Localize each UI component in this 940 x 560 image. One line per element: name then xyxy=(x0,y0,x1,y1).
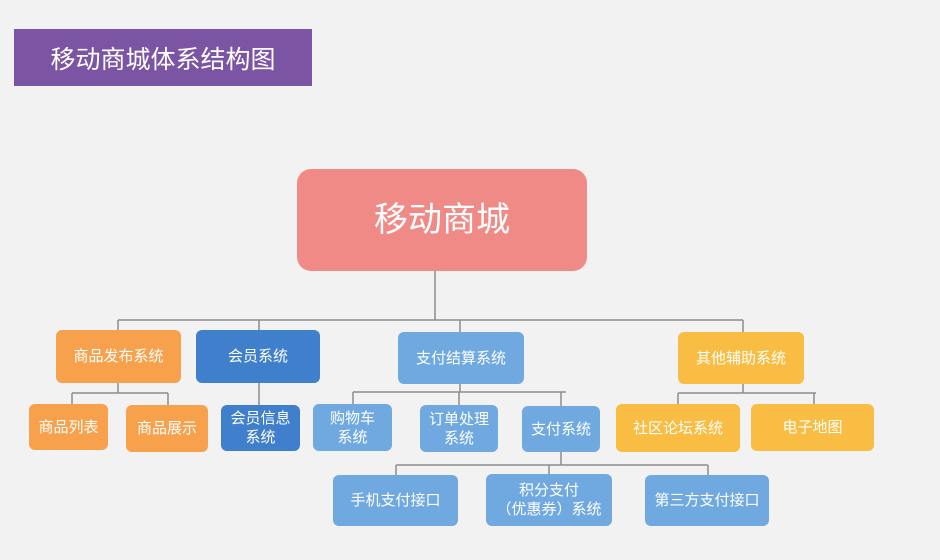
node-product-publish: 商品发布系统 xyxy=(56,330,181,383)
node-pay: 支付系统 xyxy=(522,406,600,452)
connector-pay-children xyxy=(395,452,709,475)
root-node: 移动商城 xyxy=(297,169,587,271)
node-cart: 购物车 系统 xyxy=(313,404,392,451)
node-payment-settlement: 支付结算系统 xyxy=(398,332,524,384)
node-third-party-pay: 第三方支付接口 xyxy=(645,475,769,526)
node-map: 电子地图 xyxy=(751,404,874,451)
node-forum: 社区论坛系统 xyxy=(616,404,740,452)
node-member: 会员系统 xyxy=(196,330,320,383)
node-product-list: 商品列表 xyxy=(29,404,108,450)
page-title: 移动商城体系结构图 xyxy=(14,29,312,86)
node-points-pay: 积分支付 （优惠券）系统 xyxy=(486,474,612,526)
connector-other-children xyxy=(677,384,816,404)
node-product-display: 商品展示 xyxy=(126,405,208,452)
node-other-aux: 其他辅助系统 xyxy=(678,332,804,384)
connector-product-children xyxy=(71,383,169,405)
node-order: 订单处理 系统 xyxy=(420,405,498,452)
connector-payment-children xyxy=(352,384,566,406)
node-member-info: 会员信息 系统 xyxy=(221,405,300,451)
connector-level1-drops xyxy=(117,320,744,332)
node-mobile-pay: 手机支付接口 xyxy=(333,475,458,526)
